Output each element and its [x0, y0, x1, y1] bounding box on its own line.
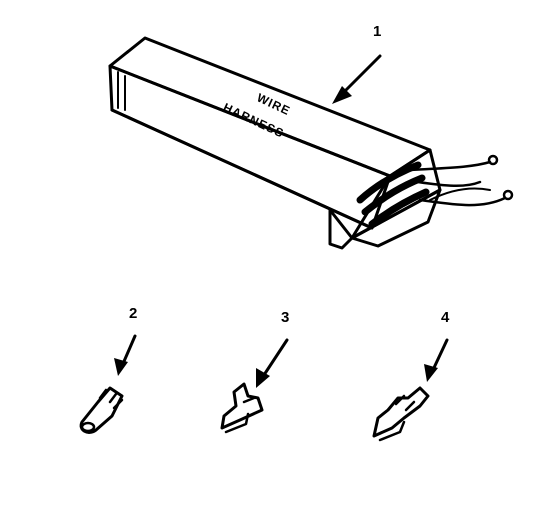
- callout-4-number: 4: [441, 309, 450, 326]
- terminal-part-2: [79, 386, 124, 434]
- callout-1-number: 1: [373, 23, 381, 40]
- terminal-part-4: [372, 386, 430, 442]
- callout-1: 1: [332, 23, 382, 104]
- callout-3-number: 3: [281, 309, 289, 326]
- wire-harness-box: WIRE HARNESS: [108, 36, 514, 250]
- callout-3: 3: [256, 309, 289, 388]
- callout-2: 2: [114, 305, 137, 376]
- callout-4: 4: [424, 309, 450, 382]
- wire-bundle: [356, 154, 514, 228]
- terminal-part-3: [220, 382, 264, 434]
- callout-2-number: 2: [129, 305, 137, 322]
